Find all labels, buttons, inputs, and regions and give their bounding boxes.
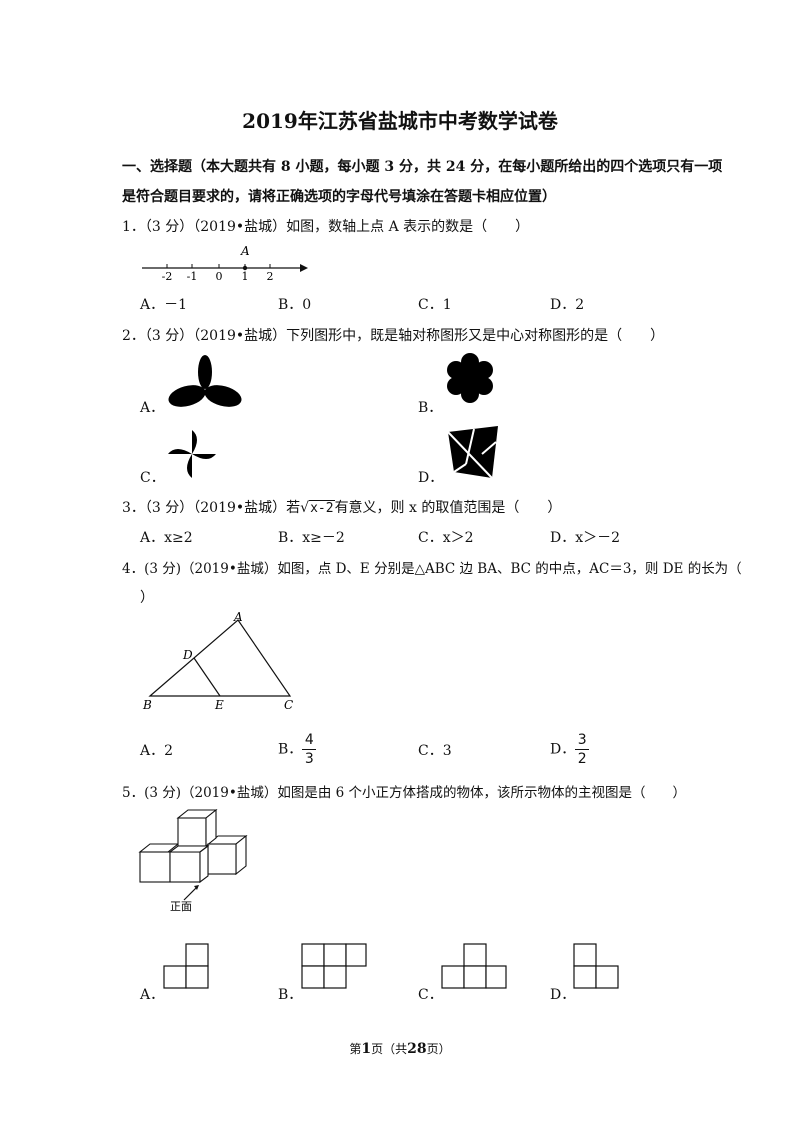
q3-option-b[interactable]: B．x≥－2 — [278, 530, 345, 546]
q5-option-b-view — [301, 943, 367, 989]
q3-option-a[interactable]: A．x≥2 — [140, 530, 193, 546]
q2-option-a[interactable]: A． — [140, 400, 165, 416]
q1-option-a[interactable]: A．－1 — [140, 297, 188, 313]
q5-option-b[interactable]: B． — [278, 987, 303, 1003]
flower-shape-icon — [447, 353, 493, 403]
q2-option-d[interactable]: D． — [418, 470, 444, 486]
question-4-text-line1: 4．(3 分)（2019•盐城）如图，点 D、E 分别是△ABC 边 BA、BC… — [122, 561, 742, 577]
question-4-text-line2: ） — [140, 590, 154, 606]
q4-option-d-label: D． — [550, 741, 576, 758]
cube-stack-figure: 正面 — [138, 808, 248, 912]
q3-suffix: 有意义，则 x 的取值范围是（ ） — [334, 500, 562, 516]
segment-de — [193, 657, 221, 697]
number-line-arrow — [300, 264, 308, 272]
question-3-text: 3．（3 分）（2019•盐城）若√x-2有意义，则 x 的取值范围是（ ） — [122, 497, 561, 517]
q2-option-c[interactable]: C． — [140, 470, 165, 486]
q3-radicand: x-2 — [309, 500, 335, 516]
q3-option-d[interactable]: D．x＞－2 — [550, 530, 621, 546]
q3-option-c[interactable]: C．x＞2 — [418, 530, 474, 546]
q4-option-c[interactable]: C．3 — [418, 743, 452, 759]
point-e-label: E — [214, 698, 224, 712]
q4-option-b-label: B． — [278, 741, 303, 758]
section-heading-line1: 一、选择题（本大题共有 8 小题，每小题 3 分，共 24 分，在每小题所给出的… — [122, 159, 723, 175]
point-a-label: A — [240, 244, 250, 258]
q5-option-d[interactable]: D． — [550, 987, 576, 1003]
q5-option-c[interactable]: C． — [418, 987, 443, 1003]
q5-option-a-view — [163, 943, 209, 989]
tick-label-2: 2 — [267, 270, 274, 282]
vertex-a-label: A — [233, 610, 243, 624]
pinwheel-shape-icon — [168, 430, 216, 478]
number-line-figure: A -2 -1 0 1 2 — [142, 244, 308, 282]
tick-label-neg2: -2 — [162, 270, 173, 282]
q5-option-a[interactable]: A． — [140, 987, 165, 1003]
triangle-abc-figure: A B C D E — [142, 610, 293, 712]
total-pages: 28 — [407, 1041, 427, 1057]
q1-option-b[interactable]: B．0 — [278, 297, 312, 313]
page-number: 1 — [361, 1041, 372, 1057]
tangram-shape-icon — [447, 426, 498, 479]
tick-label-0: 0 — [216, 270, 223, 282]
q3-prefix: 3．（3 分）（2019•盐城）若 — [122, 500, 301, 516]
q1-option-c[interactable]: C．1 — [418, 297, 452, 313]
point-a-dot — [242, 265, 248, 271]
tick-label-neg1: -1 — [187, 270, 198, 282]
sqrt-sign-icon: √ — [300, 500, 310, 516]
q5-option-c-view — [441, 943, 507, 989]
point-d-label: D — [182, 648, 193, 662]
three-leaf-shape-icon — [168, 355, 242, 407]
question-2-text: 2．（3 分）（2019•盐城）下列图形中，既是轴对称图形又是中心对称图形的是（… — [122, 328, 665, 344]
front-view-caption: 正面 — [170, 900, 192, 912]
triangle-abc — [148, 619, 292, 697]
q4-option-a[interactable]: A．2 — [140, 743, 174, 759]
question-5-text: 5．(3 分)（2019•盐城）如图是由 6 个小正方体搭成的物体，该所示物体的… — [122, 785, 686, 801]
section-heading-line2: 是符合题目要求的，请将正确选项的字母代号填涂在答题卡相应位置） — [122, 189, 556, 205]
question-1-text: 1．（3 分）（2019•盐城）如图，数轴上点 A 表示的数是（ ） — [122, 219, 530, 235]
vertex-b-label: B — [142, 698, 152, 712]
q2-option-b[interactable]: B． — [418, 400, 443, 416]
page-footer: 第1页（共28页） — [349, 1041, 451, 1057]
q1-option-d[interactable]: D．2 — [550, 297, 585, 313]
q5-option-d-view — [573, 943, 619, 989]
vertex-c-label: C — [284, 698, 293, 712]
tick-label-1: 1 — [242, 270, 249, 282]
page-title: 2019年江苏省盐城市中考数学试卷 — [242, 109, 558, 133]
